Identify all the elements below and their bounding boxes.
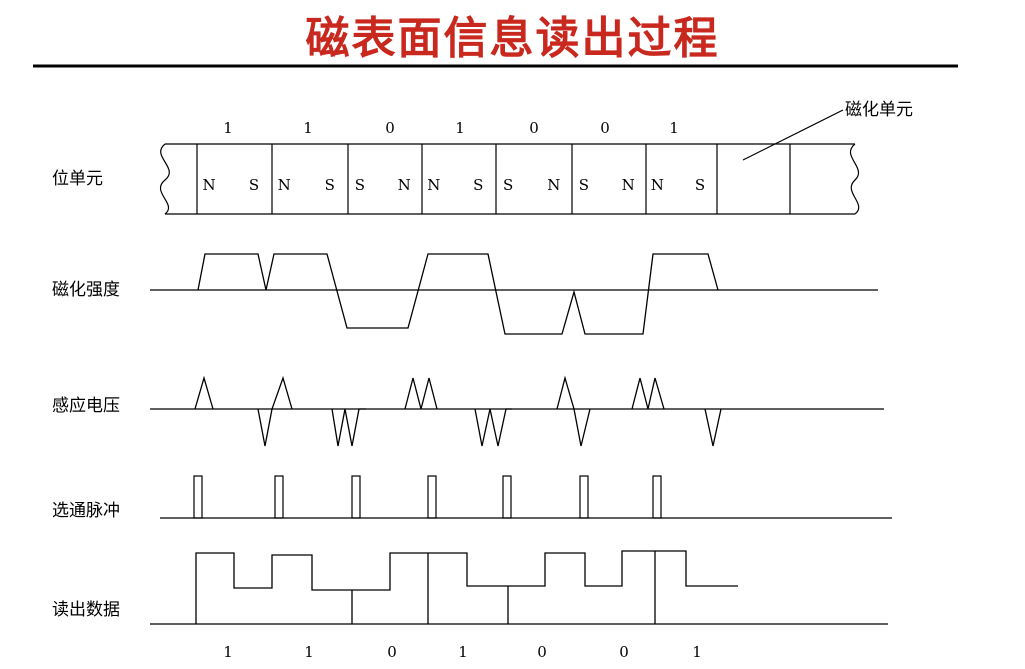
cell-pole-label: N bbox=[398, 176, 411, 194]
cell-pole-label: S bbox=[695, 176, 705, 194]
induced-voltage-waveform bbox=[150, 375, 884, 447]
callout-leader bbox=[742, 109, 844, 161]
bit-label-bottom: 1 bbox=[304, 643, 314, 661]
bit-label-bottom: 0 bbox=[387, 643, 397, 661]
bit-label-top: 1 bbox=[669, 119, 679, 137]
cell-pole-label: N bbox=[278, 176, 291, 194]
cell-pole-label: S bbox=[249, 176, 259, 194]
cell-pole-label: S bbox=[503, 176, 513, 194]
cell-pole-label: S bbox=[579, 176, 589, 194]
bit-label-top: 0 bbox=[600, 119, 610, 137]
row-label-voltage: 感应电压 bbox=[52, 396, 120, 416]
row-label-data: 读出数据 bbox=[52, 600, 120, 620]
row-label-strobe: 选通脉冲 bbox=[52, 501, 120, 521]
bit-label-top: 0 bbox=[385, 119, 395, 137]
bit-label-top: 0 bbox=[529, 119, 539, 137]
cell-pole-label: N bbox=[427, 176, 440, 194]
cell-pole-label: N bbox=[547, 176, 560, 194]
bit-label-bottom: 0 bbox=[537, 643, 547, 661]
callout-label: 磁化单元 bbox=[845, 100, 913, 120]
strobe-pulses bbox=[160, 475, 892, 519]
cell-pole-label: N bbox=[622, 176, 635, 194]
row-label-magnetization: 磁化强度 bbox=[52, 280, 120, 300]
bit-label-bottom: 1 bbox=[692, 643, 702, 661]
bit-label-bottom: 1 bbox=[458, 643, 468, 661]
row-label-cells: 位单元 bbox=[52, 169, 103, 189]
bit-label-bottom: 1 bbox=[223, 643, 233, 661]
cell-pole-label: N bbox=[202, 176, 215, 194]
bit-label-top: 1 bbox=[223, 119, 233, 137]
bit-label-bottom: 0 bbox=[619, 643, 629, 661]
cell-pole-label: S bbox=[355, 176, 365, 194]
cell-pole-label: N bbox=[651, 176, 664, 194]
readout-data-waveform bbox=[150, 550, 888, 625]
bits-bottom: 1 1 0 1 0 0 1 bbox=[223, 643, 702, 661]
magnetization-waveform bbox=[150, 253, 878, 335]
bits-top: 1 1 0 1 0 0 1 bbox=[223, 119, 679, 137]
cell-pole-label: S bbox=[473, 176, 483, 194]
page-title: 磁表面信息读出过程 bbox=[305, 13, 720, 64]
cell-pole-label: S bbox=[325, 176, 335, 194]
bit-label-top: 1 bbox=[455, 119, 465, 137]
bit-label-top: 1 bbox=[303, 119, 313, 137]
